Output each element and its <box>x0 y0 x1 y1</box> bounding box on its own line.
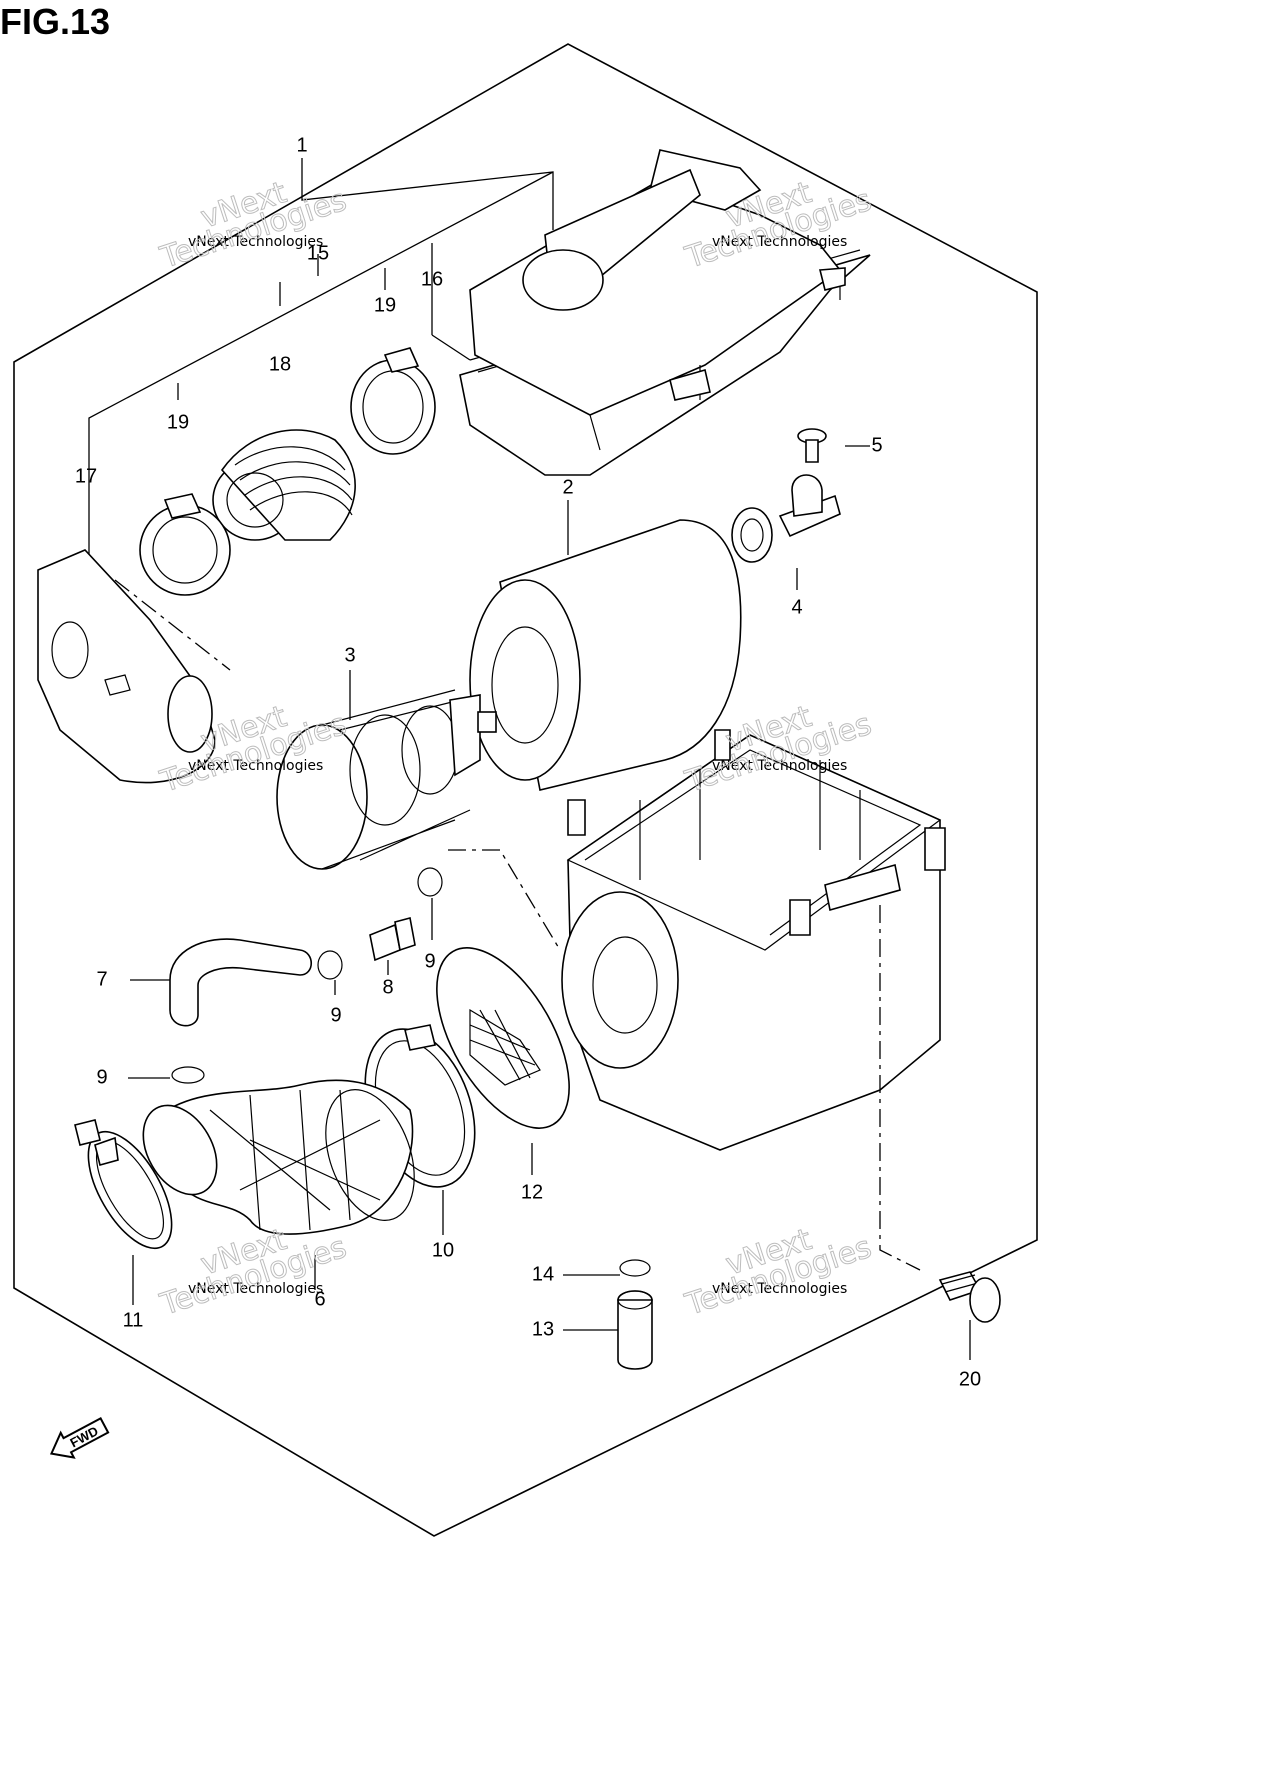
callout-19b: 19 <box>374 294 396 316</box>
callout-labels: 1 2 3 4 5 6 7 8 9 9 9 10 11 12 13 14 15 … <box>75 134 981 1390</box>
callout-4: 4 <box>791 596 802 618</box>
callout-9b: 9 <box>424 950 435 972</box>
watermark-small-6: vNext Technologies <box>712 1281 847 1297</box>
clamp-11 <box>74 1119 173 1250</box>
callout-8: 8 <box>382 976 393 998</box>
group-bracket-lines <box>88 158 554 560</box>
air-filter-element <box>469 519 742 791</box>
watermark-small-1: vNext Technologies <box>188 234 323 250</box>
callout-2: 2 <box>562 476 573 498</box>
callout-19a: 19 <box>167 411 189 433</box>
watermark-small-2: vNext Technologies <box>712 234 847 250</box>
hose-fitting <box>369 917 416 962</box>
callout-leader-lines <box>128 445 971 1360</box>
figure-title: FIG.13 <box>0 1 110 42</box>
assembly-boundary <box>13 43 1038 1537</box>
callout-18: 18 <box>269 353 291 375</box>
drain-cap-part <box>731 474 841 563</box>
air-cleaner-cover <box>459 149 871 476</box>
callout-3: 3 <box>344 644 355 666</box>
callout-12: 12 <box>521 1181 543 1203</box>
intake-boot <box>142 1079 415 1235</box>
watermark-small-5: vNext Technologies <box>188 1281 323 1297</box>
callout-10: 10 <box>432 1239 454 1261</box>
callout-13: 13 <box>532 1318 554 1340</box>
air-cleaner-case <box>448 729 946 1271</box>
clamp-upper <box>350 347 436 455</box>
callout-20: 20 <box>959 1368 981 1390</box>
element-cage <box>276 689 497 870</box>
callout-17: 17 <box>75 465 97 487</box>
forward-arrow-icon <box>49 1417 110 1459</box>
callout-5: 5 <box>871 434 882 456</box>
watermark-small-4: vNext Technologies <box>712 758 847 774</box>
watermark-small-3: vNext Technologies <box>188 758 323 774</box>
callout-16: 16 <box>421 268 443 290</box>
clip-part <box>171 867 443 1084</box>
callout-14: 14 <box>532 1263 554 1285</box>
callout-6: 6 <box>314 1288 325 1310</box>
drain-plug <box>617 1290 653 1370</box>
clip-14 <box>619 1259 651 1277</box>
forward-arrow: FWD <box>49 1417 110 1459</box>
intake-screen <box>436 947 570 1129</box>
callout-9a: 9 <box>330 1004 341 1026</box>
outlet-duct <box>37 549 231 784</box>
connecting-boot <box>212 429 356 541</box>
bolt-part <box>938 1271 1001 1323</box>
clamp-lower <box>139 493 231 596</box>
drain-hose <box>169 938 313 1027</box>
callout-9c: 9 <box>96 1066 107 1088</box>
callout-1: 1 <box>296 134 307 156</box>
callout-15: 15 <box>307 242 329 264</box>
screw-part <box>797 428 827 463</box>
callout-11: 11 <box>123 1309 144 1331</box>
callout-7: 7 <box>96 968 107 990</box>
